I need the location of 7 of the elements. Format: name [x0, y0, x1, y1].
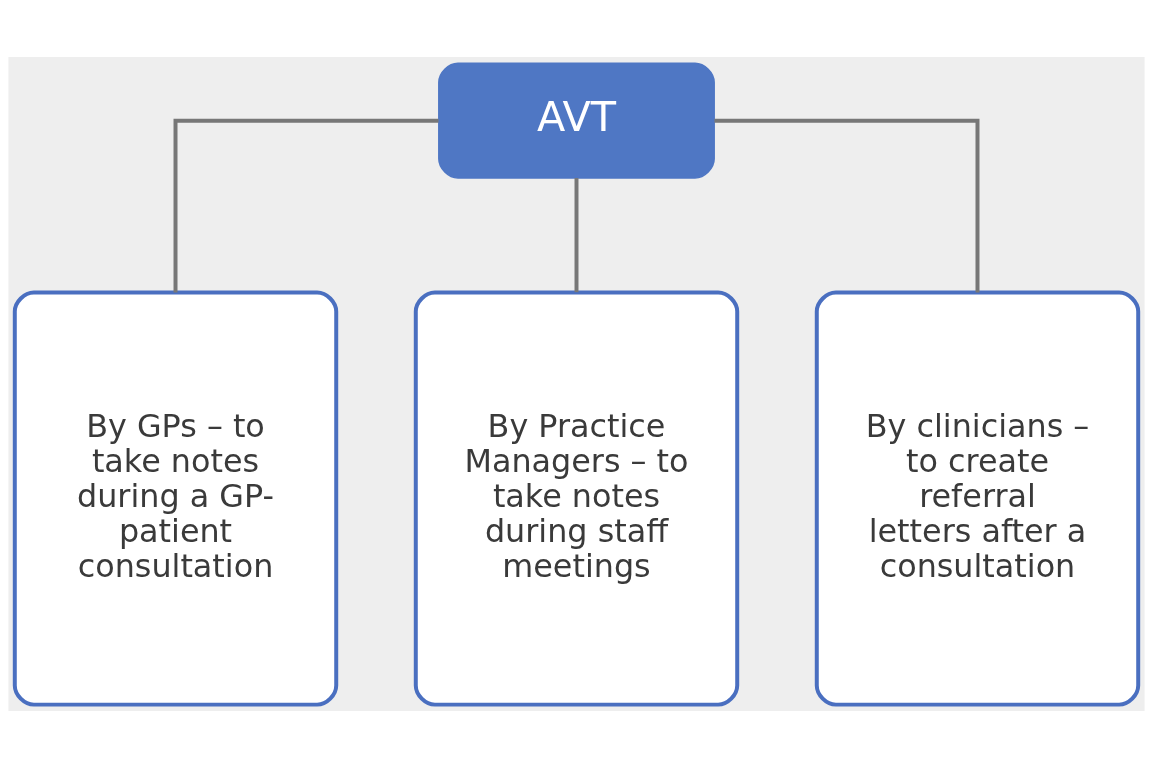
connector	[714, 118, 980, 292]
connector	[173, 118, 439, 292]
connector	[574, 177, 579, 292]
node-box: AVT	[438, 62, 715, 179]
node-box: By clinicians – to create referral letters after a consultation	[814, 290, 1141, 707]
node-box: By GPs – to take notes during a GP-patient consultation	[12, 290, 339, 707]
node-box: By Practice Managers – to take notes during staff meetings	[413, 290, 740, 707]
